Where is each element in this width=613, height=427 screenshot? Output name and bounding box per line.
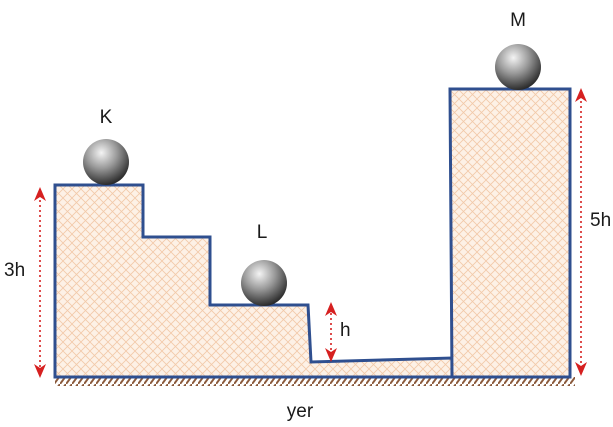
label-5h: 5h (590, 210, 611, 231)
ball-m (495, 44, 541, 90)
height-arrow-5h (575, 88, 587, 376)
label-l: L (257, 222, 268, 243)
height-arrow-3h (34, 187, 46, 378)
label-ground: yer (287, 401, 314, 422)
label-3h: 3h (4, 260, 25, 281)
tall-column-right (448, 87, 572, 379)
ball-k (83, 139, 129, 185)
ground-hatching (55, 377, 575, 386)
label-k: K (100, 107, 113, 128)
label-h: h (340, 320, 351, 341)
ball-l (241, 260, 287, 306)
height-arrow-h (325, 302, 337, 362)
label-m: M (510, 10, 526, 31)
